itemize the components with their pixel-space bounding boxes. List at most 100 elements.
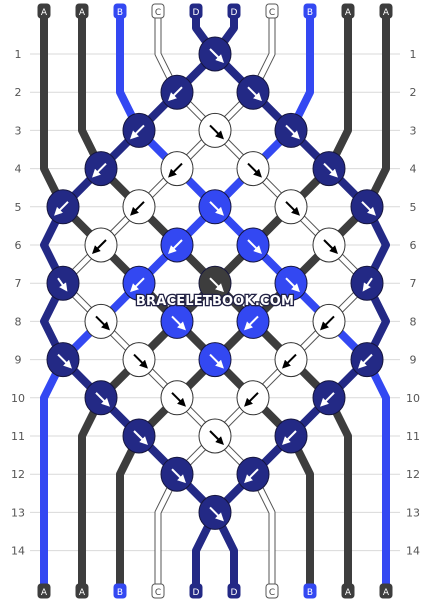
row-number-right: 2 <box>410 86 417 99</box>
knot-arrow-se <box>285 124 300 140</box>
row-number-left: 2 <box>15 86 22 99</box>
row-number-left: 13 <box>11 506 25 519</box>
knot-arrow-se <box>209 277 224 293</box>
knots <box>46 36 384 530</box>
knot-arrow-se <box>133 430 148 445</box>
knot-arrow-se <box>285 201 300 216</box>
knot-arrow-sw <box>130 201 145 216</box>
bottom-strand-label: A <box>79 588 86 598</box>
knot-arrow-sw <box>244 392 259 407</box>
bottom-strand-label: C <box>155 588 161 598</box>
row-number-right: 13 <box>406 506 420 519</box>
row-number-left: 5 <box>15 201 22 214</box>
bottom-strand-label: B <box>307 588 313 598</box>
top-strand-label: C <box>155 8 161 18</box>
knot-arrow-sw <box>244 315 259 331</box>
knot-arrow-se <box>209 48 224 63</box>
row-number-right: 1 <box>410 48 417 61</box>
strand-label-badge <box>37 3 51 19</box>
knot-arrow-se <box>323 162 338 178</box>
knot <box>46 265 80 301</box>
row-number-left: 6 <box>15 239 22 252</box>
row-number-left: 9 <box>15 354 22 367</box>
knot-arrow-se <box>247 239 262 254</box>
knot-arrow-se <box>247 162 262 178</box>
knot-arrow-se <box>95 392 110 407</box>
knot-arrow-se <box>57 353 72 369</box>
knot-arrow-sw <box>244 468 259 484</box>
knot-arrow-sw <box>282 353 297 369</box>
row-number-left: 4 <box>15 163 22 176</box>
strand-label-badge <box>265 583 279 599</box>
row-number-left: 7 <box>15 277 22 290</box>
knot-arrow-sw <box>168 162 183 178</box>
knot-arrow-sw <box>282 430 297 445</box>
knot-arrow-sw <box>358 353 373 369</box>
top-strand-label: A <box>79 8 86 18</box>
knot-arrow-sw <box>92 162 107 178</box>
strand-B <box>116 12 390 592</box>
row-number-left: 12 <box>11 468 25 481</box>
row-number-right: 12 <box>406 468 420 481</box>
knot-arrow-se <box>95 315 110 331</box>
watermark: BRACELETBOOK.COM <box>136 294 294 309</box>
row-number-left: 10 <box>11 392 25 405</box>
knot-arrow-sw <box>168 86 183 102</box>
knot-arrow-se <box>171 468 186 484</box>
row-number-right: 6 <box>410 239 417 252</box>
knot-arrow-sw <box>130 124 145 140</box>
row-number-left: 8 <box>15 315 22 328</box>
strand-label-badge <box>303 583 317 599</box>
knot-arrow-sw <box>92 239 107 254</box>
strand-label-badge <box>189 3 203 19</box>
row-number-right: 9 <box>410 354 417 367</box>
strand-label-badge <box>151 583 165 599</box>
row-number-right: 11 <box>406 430 420 443</box>
strand-A <box>78 12 352 592</box>
knot-arrow-se <box>209 353 224 369</box>
strand-label-badge <box>75 583 89 599</box>
row-number-right: 10 <box>406 392 420 405</box>
strand-label-badge <box>113 583 127 599</box>
row-number-right: 5 <box>410 201 417 214</box>
knot-arrow-se <box>361 201 376 216</box>
knot-arrow-se <box>323 239 338 254</box>
knot-arrow-sw <box>168 239 183 254</box>
knot-arrow-se <box>171 315 186 331</box>
row-number-right: 8 <box>410 315 417 328</box>
strand-label-badge <box>227 583 241 599</box>
strand-label-badge <box>341 583 355 599</box>
row-number-right: 7 <box>410 277 417 290</box>
bottom-strand-label: A <box>345 588 352 598</box>
knot-arrow-sw <box>320 392 335 407</box>
knot-arrow-se <box>209 201 224 216</box>
bottom-strand-label: B <box>117 588 123 598</box>
bottom-strand-label: D <box>231 588 238 598</box>
knot-arrow-se <box>247 86 262 102</box>
top-strand-label: D <box>193 8 200 18</box>
top-strand-label: C <box>269 8 275 18</box>
top-strand-label: A <box>41 8 48 18</box>
knot <box>350 265 384 301</box>
strand-label-badge <box>341 3 355 19</box>
row-number-left: 1 <box>15 48 22 61</box>
bottom-strand-label: C <box>269 588 275 598</box>
top-strand-label: A <box>383 8 390 18</box>
knot-arrow-se <box>209 506 224 522</box>
strand-label-badge <box>75 3 89 19</box>
top-strand-label: D <box>231 8 238 18</box>
top-strand-label: B <box>307 8 313 18</box>
knot-arrow-sw <box>320 315 335 331</box>
strand-A <box>78 12 352 592</box>
strand-A <box>116 12 390 592</box>
bottom-strand-label: D <box>193 588 200 598</box>
row-number-right: 4 <box>410 163 417 176</box>
strand-label-badge <box>265 3 279 19</box>
knot-arrow-se-l <box>57 277 68 292</box>
row-number-left: 14 <box>11 545 25 558</box>
knot-arrow-sw <box>130 277 145 293</box>
knot-arrow-sw-l <box>362 277 373 292</box>
bottom-strand-label: A <box>383 588 390 598</box>
row-number-left: 3 <box>15 124 22 137</box>
